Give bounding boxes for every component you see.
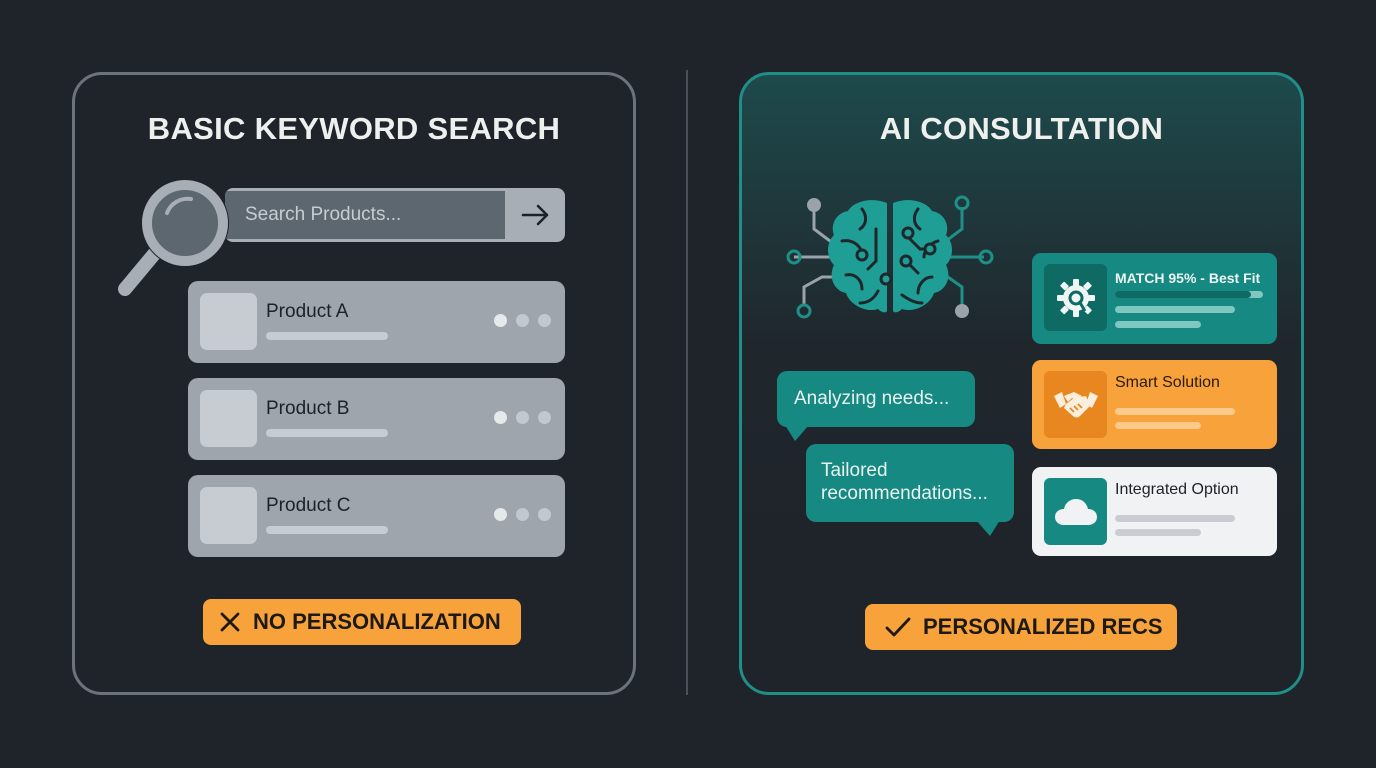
search-input[interactable] bbox=[225, 191, 505, 239]
recommendation-card-best-fit[interactable]: MATCH 95% - Best Fit bbox=[1032, 253, 1277, 344]
product-card[interactable]: Product B bbox=[188, 378, 565, 460]
search-bar[interactable] bbox=[225, 188, 565, 242]
product-card[interactable]: Product A bbox=[188, 281, 565, 363]
product-thumbnail bbox=[200, 487, 257, 544]
personalized-recs-badge: PERSONALIZED RECS bbox=[865, 604, 1177, 650]
no-personalization-badge: NO PERSONALIZATION bbox=[203, 599, 521, 645]
badge-label: NO PERSONALIZATION bbox=[253, 609, 501, 634]
product-name: Product A bbox=[266, 301, 349, 322]
handshake-icon bbox=[1044, 371, 1107, 438]
product-description-placeholder bbox=[266, 332, 388, 340]
arrow-right-icon bbox=[521, 204, 549, 226]
text-placeholder bbox=[1115, 408, 1235, 415]
recommendation-title: Integrated Option bbox=[1115, 481, 1239, 498]
badge-label: PERSONALIZED RECS bbox=[923, 614, 1163, 639]
product-thumbnail bbox=[200, 293, 257, 350]
bubble-text: Analyzing needs... bbox=[794, 388, 950, 409]
cloud-icon bbox=[1044, 478, 1107, 545]
product-thumbnail bbox=[200, 390, 257, 447]
more-options-icon[interactable] bbox=[494, 411, 551, 424]
match-progress-fill bbox=[1115, 291, 1252, 298]
check-icon bbox=[885, 617, 911, 637]
panel-title: AI CONSULTATION bbox=[879, 111, 1164, 146]
recommendation-title: MATCH 95% - Best Fit bbox=[1115, 270, 1261, 286]
x-icon bbox=[220, 612, 240, 632]
chat-bubble-tailored: Tailored recommendations... bbox=[806, 444, 1014, 536]
recommendation-card-integrated-option[interactable]: Integrated Option bbox=[1032, 467, 1277, 556]
more-options-icon[interactable] bbox=[494, 314, 551, 327]
brain-circuit-icon bbox=[786, 195, 994, 319]
basic-keyword-search-panel: BASIC KEYWORD SEARCH Product A Product B… bbox=[72, 72, 636, 695]
magnifier-icon bbox=[118, 179, 229, 296]
text-placeholder bbox=[1115, 529, 1201, 536]
match-progress-track bbox=[1115, 291, 1263, 298]
recommendation-card-smart-solution[interactable]: Smart Solution bbox=[1032, 360, 1277, 449]
search-submit-button[interactable] bbox=[507, 188, 565, 242]
text-placeholder bbox=[1115, 321, 1201, 328]
text-placeholder bbox=[1115, 306, 1235, 313]
product-description-placeholder bbox=[266, 429, 388, 437]
product-description-placeholder bbox=[266, 526, 388, 534]
ai-consultation-panel: AI CONSULTATION bbox=[739, 72, 1304, 695]
divider bbox=[686, 70, 688, 695]
chat-bubble-analyzing: Analyzing needs... bbox=[777, 371, 975, 441]
product-name: Product C bbox=[266, 495, 351, 516]
text-placeholder bbox=[1115, 422, 1201, 429]
recommendation-title: Smart Solution bbox=[1115, 374, 1220, 391]
product-name: Product B bbox=[266, 398, 350, 419]
panel-title: BASIC KEYWORD SEARCH bbox=[147, 111, 561, 146]
product-card[interactable]: Product C bbox=[188, 475, 565, 557]
bubble-text: Tailored recommendations... bbox=[821, 460, 988, 504]
text-placeholder bbox=[1115, 515, 1235, 522]
more-options-icon[interactable] bbox=[494, 508, 551, 521]
gear-icon bbox=[1044, 264, 1107, 331]
